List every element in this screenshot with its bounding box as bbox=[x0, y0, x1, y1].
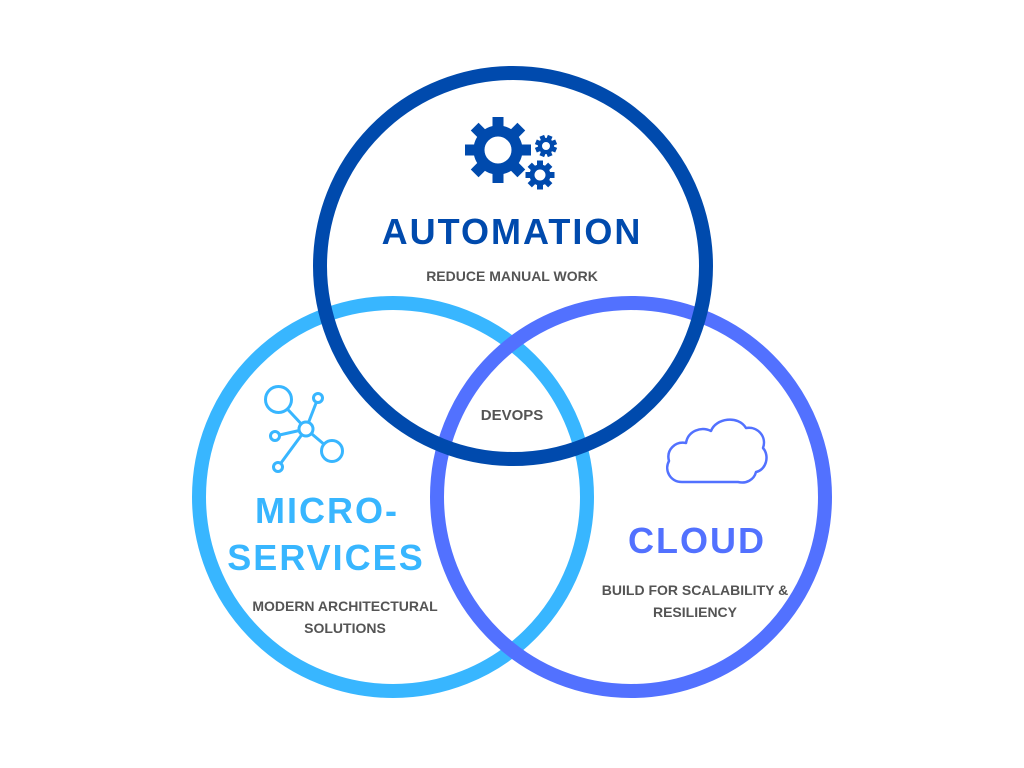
microservices-title-line-1: MICRO- bbox=[255, 490, 399, 531]
microservices-title-line-2: SERVICES bbox=[227, 537, 425, 578]
automation-subtitle: REDUCE MANUAL WORK bbox=[426, 268, 598, 284]
small-gear-icon bbox=[534, 134, 558, 158]
microservices-subtitle-line-2: SOLUTIONS bbox=[304, 620, 386, 636]
network-icon bbox=[264, 385, 344, 473]
intersection-label: DEVOPS bbox=[480, 407, 544, 424]
cloud-subtitle-line-2: RESILIENCY bbox=[652, 604, 737, 620]
cloud-subtitle-line-1: BUILD FOR SCALABILITY & bbox=[601, 582, 789, 598]
cloud-circle bbox=[430, 296, 832, 698]
automation-circle bbox=[313, 66, 713, 466]
medium-gear-icon bbox=[525, 160, 555, 190]
gears-icon bbox=[465, 117, 558, 190]
automation-title: AUTOMATION bbox=[381, 211, 643, 252]
cloud-icon bbox=[665, 418, 768, 484]
microservices-subtitle-line-1: MODERN ARCHITECTURAL bbox=[252, 598, 438, 614]
microservices-circle bbox=[192, 296, 594, 698]
large-gear-icon bbox=[465, 117, 531, 183]
cloud-title: CLOUD bbox=[628, 520, 766, 561]
